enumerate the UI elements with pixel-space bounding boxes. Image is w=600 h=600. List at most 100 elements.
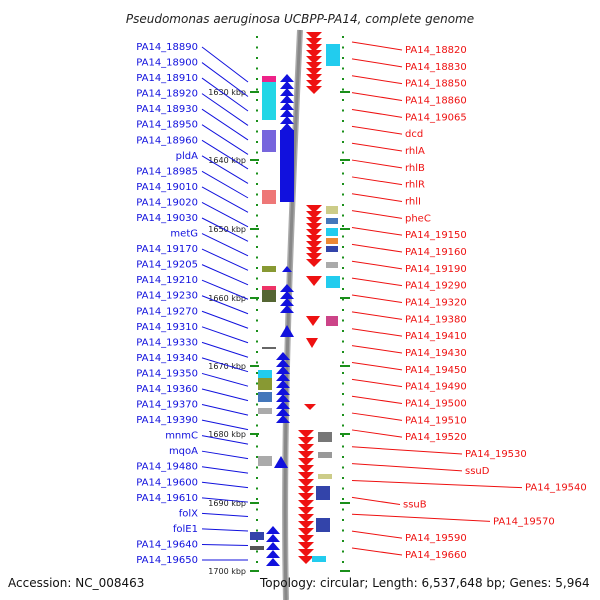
tick-dot: [342, 204, 344, 206]
gene-label: PA14_19540: [525, 483, 587, 494]
right-gene-arrow: [306, 259, 322, 267]
leader-line: [201, 62, 249, 97]
gene-block: [326, 206, 338, 214]
leader-line: [201, 170, 249, 199]
right-gene-arrow: [306, 235, 322, 243]
right-gene-arrow: [306, 253, 322, 261]
gene-label: PA14_18920: [136, 89, 198, 100]
left-gene-arrow: [280, 305, 294, 313]
gene-label: PA14_19350: [136, 368, 198, 379]
tick-dot: [256, 519, 258, 521]
tick-label: 1650 kbp: [208, 225, 246, 234]
leader-line: [201, 404, 249, 416]
leader-line: [201, 186, 249, 213]
gene-label: PA14_19340: [136, 353, 198, 364]
left-gene-arrow: [276, 380, 290, 388]
gene-label: PA14_19360: [136, 384, 198, 395]
leader-line: [351, 412, 403, 421]
gene-block: [326, 276, 340, 288]
tick-dot: [256, 498, 258, 500]
leader-line: [201, 326, 249, 344]
tick-dot: [256, 235, 258, 238]
leader-line: [351, 243, 403, 253]
right-gene-labels: PA14_18820PA14_18830PA14_18850PA14_18860…: [351, 41, 587, 561]
tick-dot: [256, 466, 258, 469]
gene-block: [280, 186, 294, 194]
gene-label: PA14_19270: [136, 306, 198, 317]
gene-label: folX: [179, 508, 198, 519]
left-gene-arrow: [280, 88, 294, 96]
gene-label: PA14_18960: [136, 135, 198, 146]
left-gene-arrow: [276, 387, 290, 395]
gene-label: PA14_19205: [136, 260, 198, 271]
right-gene-arrow: [298, 493, 314, 501]
gene-label: PA14_18860: [405, 96, 467, 107]
leader-line: [201, 341, 249, 358]
leader-line: [201, 372, 249, 387]
gene-block: [262, 290, 276, 302]
left-gene-arrow: [266, 542, 280, 550]
right-gene-arrow: [306, 223, 322, 231]
gene-label: PA14_19370: [136, 400, 198, 411]
right-gene-arrow: [298, 549, 314, 557]
gene-label: mnmC: [165, 431, 198, 442]
tick-dot: [256, 57, 258, 59]
gene-block: [258, 456, 272, 466]
tick-dot: [342, 256, 344, 259]
tick-dot: [342, 498, 344, 500]
right-gene-arrow: [306, 68, 322, 76]
gene-label: PA14_19160: [405, 247, 467, 258]
tick-dot: [256, 414, 258, 416]
tick-dot: [256, 330, 258, 332]
tick-dot: [256, 141, 258, 143]
tick-dot: [256, 109, 258, 112]
tick-dot: [342, 529, 344, 532]
leader-line: [351, 328, 403, 337]
gene-block: [326, 246, 338, 252]
left-gene-arrow: [276, 366, 290, 374]
leader-line: [351, 108, 403, 118]
leader-line: [201, 419, 249, 431]
leader-line: [201, 77, 249, 112]
tick-dot: [256, 456, 258, 458]
gene-label: PA14_18930: [136, 104, 198, 115]
gene-block: [326, 316, 338, 326]
left-gene-arrow: [280, 298, 294, 306]
leader-line: [351, 463, 463, 472]
right-gene-arrow: [306, 229, 322, 237]
leader-line: [351, 446, 463, 455]
leader-line: [201, 388, 249, 402]
gene-label: PA14_19430: [405, 348, 467, 359]
right-gene-arrow: [306, 62, 322, 70]
right-gene-arrow: [298, 486, 314, 494]
left-gene-arrow: [280, 81, 294, 89]
leader-line: [201, 481, 249, 489]
genome-summary-text: Topology: circular; Length: 6,537,648 bp…: [259, 576, 590, 590]
gene-label: PA14_19010: [136, 182, 198, 193]
gene-label: PA14_18950: [136, 120, 198, 131]
leader-line: [351, 210, 403, 219]
tick-dot: [342, 88, 344, 91]
tick-dot: [256, 172, 258, 175]
left-gene-arrow: [276, 401, 290, 409]
tick-dot: [342, 57, 344, 59]
leader-line: [351, 530, 403, 539]
tick-dot: [342, 151, 344, 154]
leader-line: [351, 92, 403, 101]
left-gene-arrow: [266, 526, 280, 534]
tick-dot: [256, 540, 258, 542]
gene-block: [258, 392, 272, 402]
gene-label: PA14_19450: [405, 365, 467, 376]
gene-label: PA14_19510: [405, 415, 467, 426]
gene-block: [316, 486, 330, 500]
right-gene-arrow: [306, 247, 322, 255]
leader-line: [351, 277, 403, 287]
tick-label: 1700 kbp: [208, 567, 246, 576]
gene-label: PA14_19500: [405, 399, 467, 410]
right-gene-arrow: [306, 38, 322, 46]
tick-dot: [256, 351, 258, 353]
gene-label: rhlA: [405, 146, 425, 157]
gene-block: [258, 378, 272, 390]
tick-dot: [342, 519, 344, 521]
